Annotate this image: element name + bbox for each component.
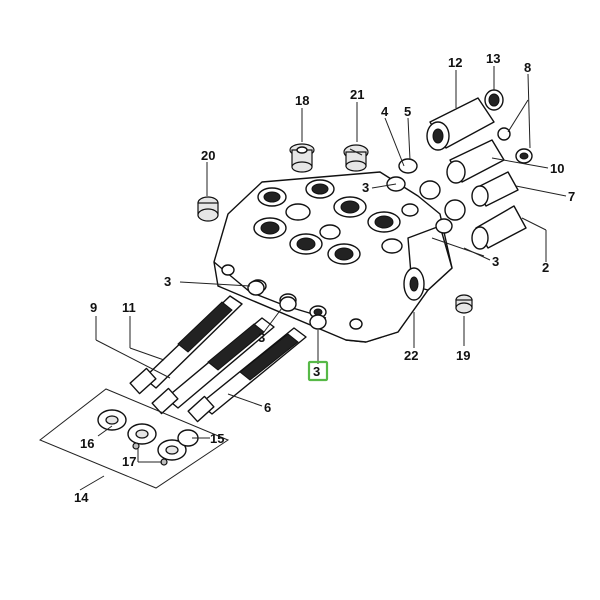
- callout-3-top: 3: [362, 180, 369, 195]
- spool-9: [151, 317, 275, 415]
- callout-13: 13: [486, 51, 500, 66]
- callout-9: 9: [90, 300, 97, 315]
- callout-3-right: 3: [492, 254, 499, 269]
- callout-labels: 20 18 21 4 5 12 13 8 10 7 2 3 3 3 3 22 1…: [74, 51, 575, 505]
- part-7: [471, 171, 519, 207]
- callout-10: 10: [550, 161, 564, 176]
- part-10: [446, 139, 505, 184]
- callout-19: 19: [456, 348, 470, 363]
- callout-18: 18: [295, 93, 309, 108]
- callout-12: 12: [448, 55, 462, 70]
- part-18: [289, 143, 315, 173]
- spool-6: [187, 327, 307, 423]
- callout-20: 20: [201, 148, 215, 163]
- callout-3-left: 3: [164, 274, 171, 289]
- callout-21: 21: [350, 87, 364, 102]
- part-13: [484, 89, 504, 111]
- leader-lines: [79, 66, 567, 491]
- part-20: [197, 196, 219, 222]
- valve-body: [213, 171, 453, 343]
- highlighted-callout-3-label: 3: [313, 364, 320, 379]
- callout-14: 14: [74, 490, 89, 505]
- callout-5: 5: [404, 104, 411, 119]
- callout-11: 11: [122, 300, 136, 315]
- callout-8: 8: [524, 60, 531, 75]
- callout-22: 22: [404, 348, 418, 363]
- part-12: [426, 97, 495, 151]
- callout-7: 7: [568, 189, 575, 204]
- part-8: [497, 127, 533, 164]
- part-19: [455, 294, 473, 314]
- callout-3-mid: 3: [258, 330, 265, 345]
- callout-17: 17: [122, 454, 136, 469]
- cover-plate-assembly: [39, 388, 230, 489]
- o-rings: [247, 158, 466, 330]
- part-21: [343, 144, 369, 172]
- spool-11: [129, 295, 243, 395]
- callout-16: 16: [80, 436, 94, 451]
- callout-6: 6: [264, 400, 271, 415]
- callout-2: 2: [542, 260, 549, 275]
- highlighted-callout-3[interactable]: 3: [307, 360, 329, 382]
- part-2: [471, 205, 527, 250]
- callout-4: 4: [381, 104, 389, 119]
- callout-15: 15: [210, 431, 224, 446]
